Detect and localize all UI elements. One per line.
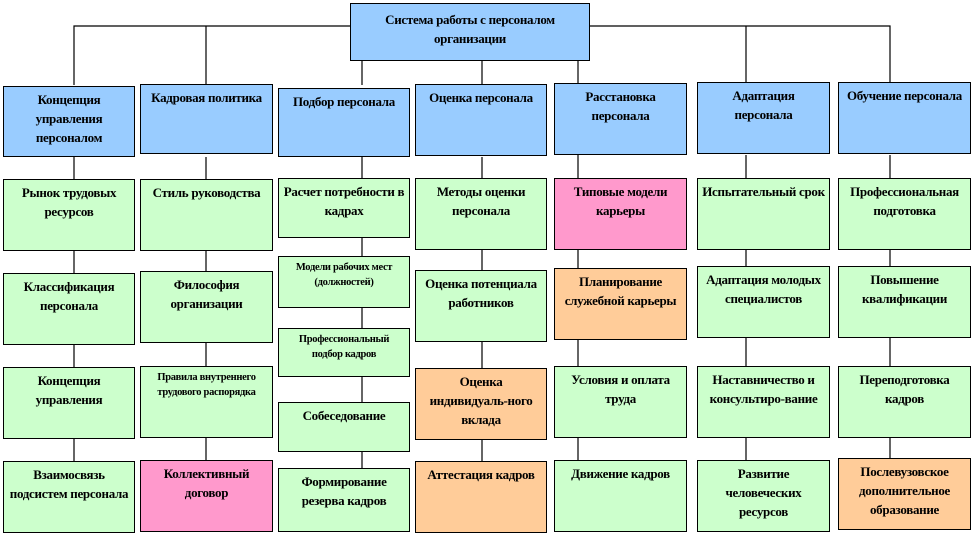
subsystem-box: Методы оценки персонала — [415, 178, 547, 250]
subsystem-box: Рынок трудовых ресурсов — [3, 179, 135, 251]
subsystem-box: Коллективный договор — [140, 460, 273, 532]
subsystem-box: Переподготовка кадров — [838, 366, 971, 438]
subsystem-box: Стиль руководства — [140, 179, 273, 251]
subsystem-box: Концепция управления — [3, 367, 135, 439]
subsystem-box: Развитие человеческих ресурсов — [697, 460, 830, 532]
subsystem-box: Оценка потенциала работников — [415, 270, 547, 342]
subsystem-box: Условия и оплата труда — [554, 366, 687, 438]
connector-top-right — [590, 25, 891, 85]
subsystem-box: Модели рабочих мест (должностей) — [278, 256, 410, 308]
category-header: Расстановка персонала — [554, 83, 687, 155]
subsystem-box: Движение кадров — [554, 460, 687, 532]
subsystem-box: Аттестация кадров — [415, 461, 547, 533]
category-header: Адаптация персонала — [697, 82, 830, 154]
category-header: Концепция управления персоналом — [3, 86, 135, 157]
subsystem-box: Повышение квалификации — [838, 266, 971, 338]
subsystem-box: Наставничество и консультиро-вание — [697, 366, 830, 438]
category-header: Кадровая политика — [140, 84, 273, 154]
root-box: Система работы с персоналом организации — [350, 3, 590, 61]
subsystem-box: Правила внутреннего трудового распорядка — [140, 366, 273, 438]
subsystem-box: Профессиональный подбор кадров — [278, 328, 410, 377]
subsystem-box: Планирование служебной карьеры — [554, 268, 687, 340]
subsystem-box: Оценка индивидуаль-ного вклада — [415, 368, 547, 440]
subsystem-box: Взаимосвязь подсистем персонала — [3, 461, 135, 533]
category-header: Оценка персонала — [415, 84, 547, 156]
subsystem-box: Расчет потребности в кадрах — [278, 178, 410, 238]
subsystem-box: Классификация персонала — [3, 273, 135, 345]
subsystem-box: Формирование резерва кадров — [278, 468, 410, 532]
subsystem-box: Философия организации — [140, 271, 273, 343]
subsystem-box: Типовые модели карьеры — [554, 178, 687, 250]
subsystem-box: Адаптация молодых специалистов — [697, 266, 830, 338]
subsystem-box: Испытательный срок — [697, 178, 830, 250]
connector-top-left — [73, 25, 350, 85]
category-header: Подбор персонала — [278, 88, 410, 157]
subsystem-box: Собеседование — [278, 402, 410, 452]
category-header: Обучение персонала — [838, 82, 971, 154]
subsystem-box: Послевузовское дополнительное образовани… — [838, 458, 971, 530]
subsystem-box: Профессиональная подготовка — [838, 178, 971, 250]
